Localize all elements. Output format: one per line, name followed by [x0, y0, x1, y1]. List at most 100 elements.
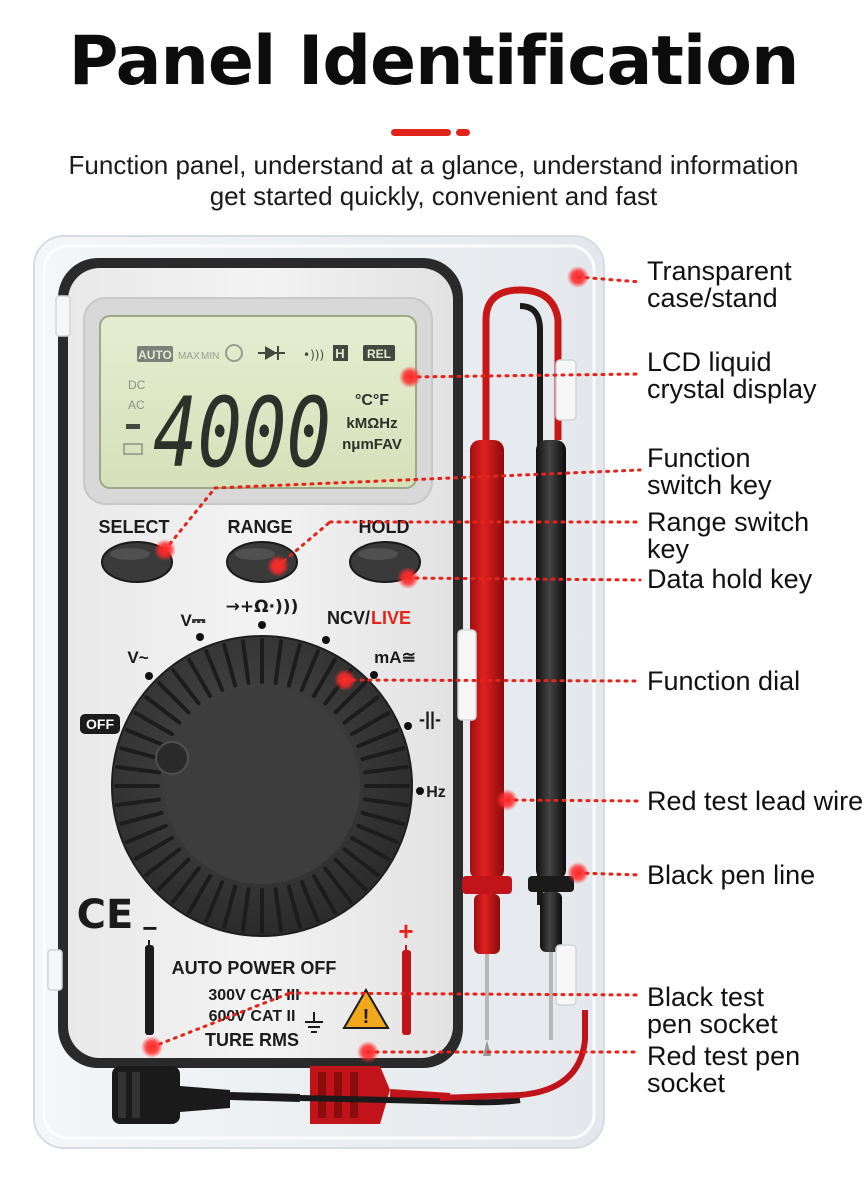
red-wire-bottom — [439, 1010, 588, 1101]
range-label: RANGE — [227, 517, 292, 537]
lcd-ac: AC — [128, 398, 145, 412]
lcd-auto: AUTO — [138, 348, 172, 362]
callout-hotspots — [141, 266, 589, 1063]
minus-sign: − — [142, 913, 157, 943]
callout-function-dial: Function dial — [647, 666, 801, 696]
callout-black-test-pen-socket: Black test pen socket — [647, 982, 778, 1039]
callout-red-test-lead-wire: Red test lead wire — [647, 786, 864, 816]
cat-2-rating: 600V CAT II — [209, 1008, 296, 1025]
dial-ridge — [222, 642, 238, 688]
dial-ridge — [350, 836, 391, 861]
dial-ridge — [144, 695, 182, 725]
dial-ridge — [144, 847, 182, 877]
callout-red-test-pen-socket: Red test pen socket — [647, 1041, 801, 1098]
dial-ridge — [299, 880, 320, 923]
ground-icon — [305, 1012, 323, 1033]
mark-cap: -||- — [419, 709, 441, 729]
title-accent-dot — [456, 129, 470, 136]
dial-ridge — [171, 668, 201, 706]
callout-lcd-display: LCD liquid crystal display — [647, 347, 817, 404]
dial-ridge — [133, 836, 174, 861]
dial-ridge — [356, 728, 399, 749]
dial-ridge — [118, 810, 164, 826]
callout-leader-lines — [150, 275, 642, 1054]
dial-ridge — [312, 874, 337, 915]
buzzer-icon: •))) — [303, 348, 324, 362]
red-probe — [470, 440, 504, 880]
dial-ridge — [204, 649, 225, 692]
mark-ma: mA≅ — [374, 648, 416, 667]
lcd-hold: H — [335, 346, 344, 361]
lcd-rel: REL — [367, 347, 391, 361]
mark-live: LIVE — [371, 608, 411, 628]
callout-function-switch-key: Function switch key — [647, 443, 772, 500]
black-probe — [536, 440, 566, 880]
dial-ridge — [333, 857, 368, 892]
ce-mark: CE — [77, 892, 134, 938]
subtitle-line-1: Function panel, understand at a glance, … — [68, 150, 799, 180]
dial-ridge — [125, 728, 168, 749]
function-dial[interactable] — [111, 635, 413, 937]
dial-ridge — [350, 711, 391, 736]
lcd-unit-1: kMΩHz — [346, 415, 397, 432]
dial-ridge — [187, 874, 212, 915]
lcd-max: MAX — [178, 351, 200, 362]
lcd-unit-temp: °C°F — [355, 392, 389, 409]
callout-data-hold-key: Data hold key — [647, 564, 813, 594]
mark-off: OFF — [86, 716, 114, 732]
dial-ridge — [240, 887, 251, 933]
dial-ridge — [286, 884, 302, 930]
red-test-lead-plug — [310, 1066, 451, 1124]
dial-ridge — [312, 657, 337, 698]
dial-ridge — [156, 857, 191, 892]
subtitle: Function panel, understand at a glance, … — [0, 150, 867, 212]
dial-ridge — [333, 680, 368, 715]
dial-ridge — [342, 847, 380, 877]
ture-rms: TURE RMS — [205, 1030, 299, 1050]
dial-ridge — [286, 642, 302, 688]
select-label: SELECT — [98, 517, 169, 537]
dial-ridge — [273, 887, 284, 933]
dial-ridge — [204, 880, 225, 923]
dial-ridge — [118, 746, 164, 762]
dial-ridge — [171, 866, 201, 904]
mark-v-dc: V⎓ — [181, 611, 206, 630]
dial-ridge — [360, 810, 406, 826]
auto-off-icon — [225, 344, 243, 362]
dial-ridge — [360, 746, 406, 762]
callout-range-switch-key: Range switch key — [647, 507, 810, 564]
callout-black-pen-line: Black pen line — [647, 860, 816, 890]
dial-ridge — [240, 639, 251, 685]
dial-ridge — [115, 797, 161, 808]
dial-ridge — [363, 797, 409, 808]
dial-ridge — [133, 711, 174, 736]
warning-icon: ! — [342, 988, 390, 1029]
lcd-min: MIN — [201, 351, 219, 362]
lcd-dc: DC — [128, 378, 146, 392]
subtitle-line-2: get started quickly, convenient and fast — [209, 181, 658, 211]
plus-sign: + — [398, 916, 413, 946]
callout-transparent-case: Transparent case/stand — [647, 256, 792, 313]
battery-icon — [123, 443, 143, 455]
black-wire-bottom — [299, 1095, 521, 1106]
dial-ridge — [356, 823, 399, 844]
cat-3-rating: 300V CAT III — [208, 987, 299, 1004]
dial-ridge — [187, 657, 212, 698]
lcd-unit-2: nμmFAV — [342, 436, 402, 453]
mark-v-ac: V~ — [127, 648, 148, 667]
mark-diode: →+Ω·))) — [226, 597, 299, 617]
dial-ridge — [273, 639, 284, 685]
title-accent-bar — [391, 129, 451, 136]
svg-text:!: ! — [363, 1006, 370, 1028]
dial-ridge — [342, 695, 380, 725]
page-title: Panel Identification — [68, 22, 800, 101]
dial-ridge — [125, 823, 168, 844]
hold-label: HOLD — [359, 517, 410, 537]
lcd-reading: 4000 — [153, 377, 331, 489]
dial-ridge — [299, 649, 320, 692]
auto-power-off: AUTO POWER OFF — [172, 958, 337, 978]
dial-ridge — [156, 680, 191, 715]
mark-hz: Hz — [426, 784, 446, 801]
dial-ridge — [363, 764, 409, 775]
